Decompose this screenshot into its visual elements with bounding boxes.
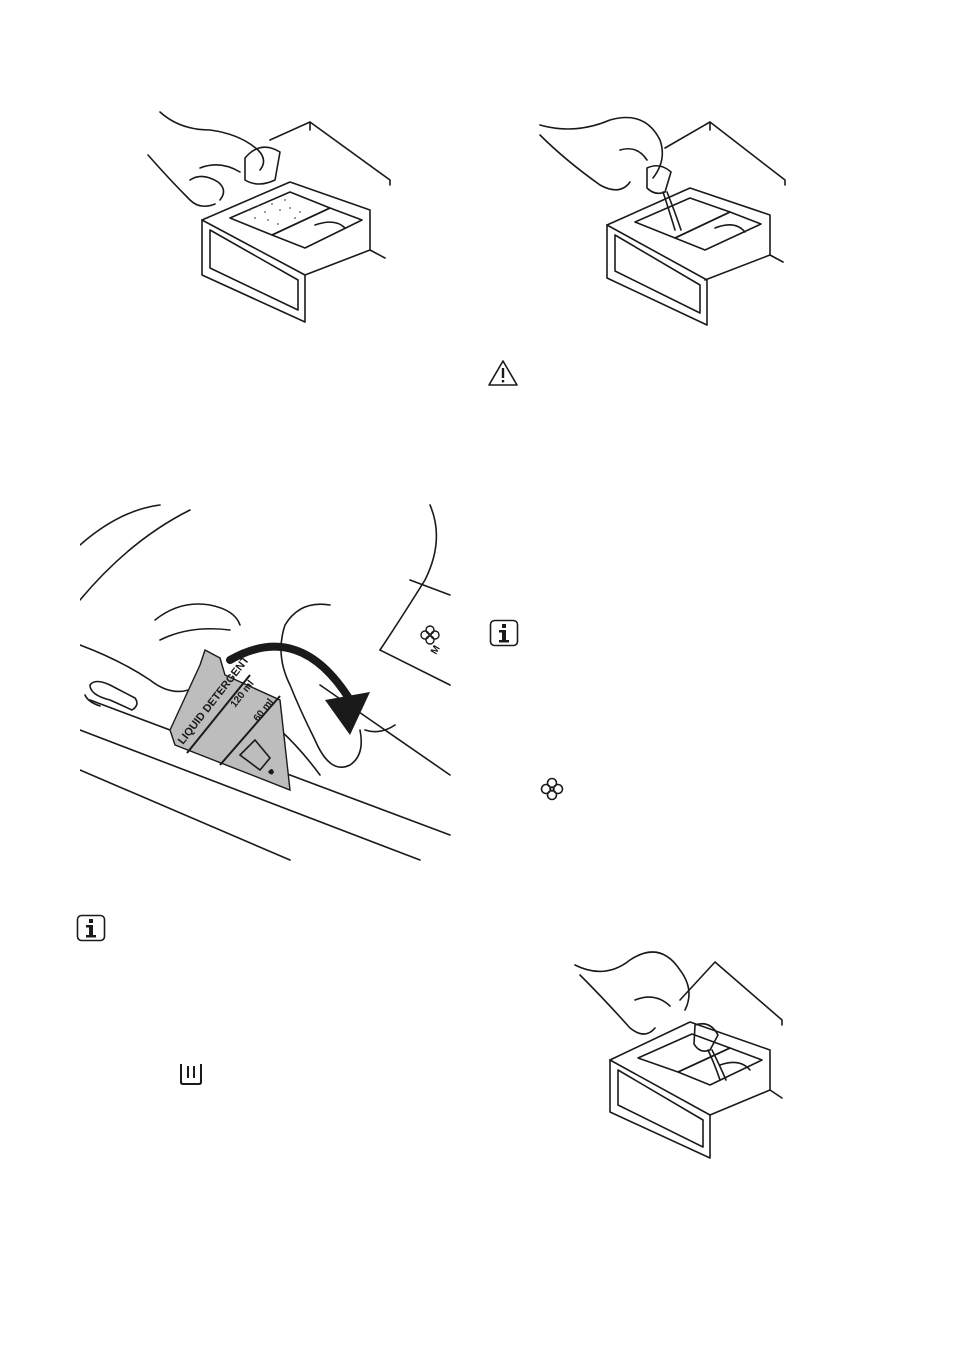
figure-softener-pouring: [570, 940, 790, 1165]
warning-triangle-icon: [487, 358, 519, 388]
flower-icon: [540, 777, 564, 801]
compartment-icon: [178, 1062, 204, 1086]
dispenser-marking: M: [429, 644, 443, 657]
flower-icon: [421, 626, 439, 644]
info-icon: [76, 914, 106, 942]
info-icon: [489, 619, 519, 647]
figure-liquid-pouring: [535, 100, 795, 330]
figure-powder-pouring: [140, 100, 400, 330]
figure-measuring-label: LIQUID DETERGENT 120 ml 60 ml M: [80, 500, 460, 870]
